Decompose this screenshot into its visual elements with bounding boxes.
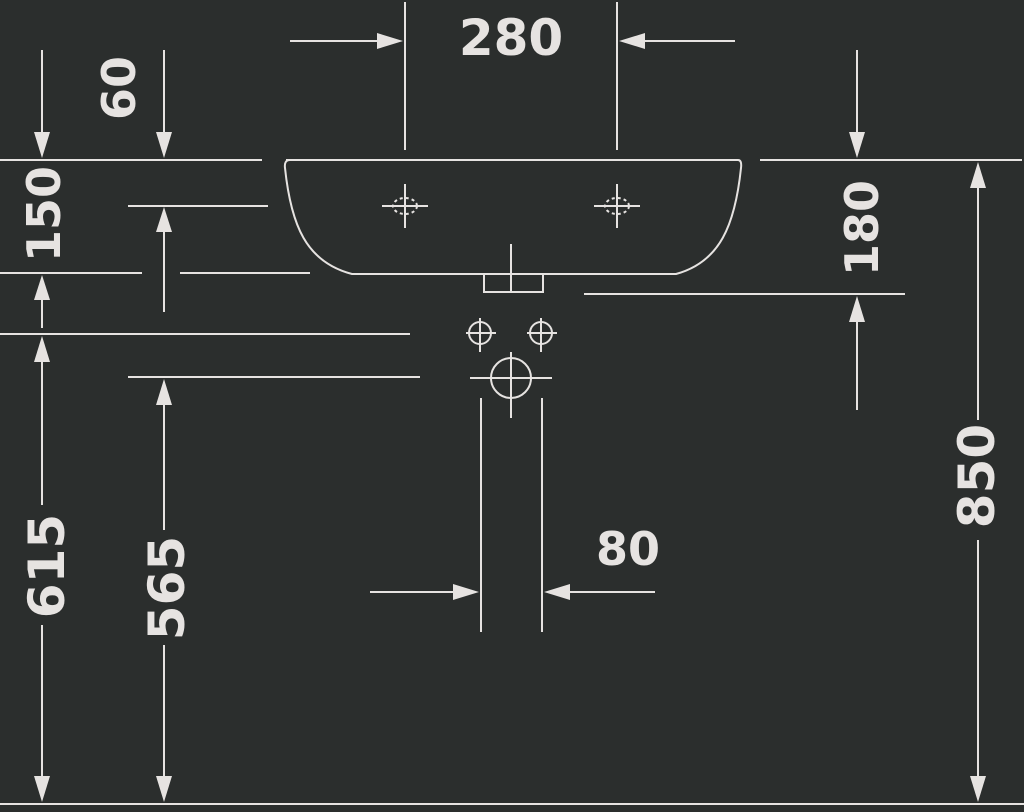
- dimension-label-150: 150: [17, 166, 71, 262]
- dimension-label-850: 850: [948, 424, 1006, 528]
- dimension-height-615: 615: [18, 336, 76, 802]
- dimension-waste-spacing: 80: [370, 522, 660, 600]
- tap-hole-right: [594, 184, 640, 228]
- dimension-label-80: 80: [596, 522, 660, 576]
- dimension-label-615: 615: [18, 514, 76, 618]
- waste-outlet: [470, 352, 552, 418]
- tap-hole-left: [382, 184, 428, 228]
- dimension-top-width: 280: [290, 9, 735, 67]
- dimension-height-565: 565: [138, 379, 196, 802]
- dimension-label-280: 280: [459, 9, 563, 67]
- dimension-basin-depth-left: 150: [17, 166, 172, 328]
- dimension-total-height: 850: [948, 162, 1006, 802]
- dimension-top-offset: 60: [34, 50, 172, 158]
- supply-connection-left: [466, 318, 496, 352]
- dimension-label-565: 565: [138, 536, 196, 640]
- dimension-label-180: 180: [835, 180, 889, 276]
- basin-outline: [283, 159, 743, 293]
- dimension-basin-depth-right: 180: [835, 50, 889, 410]
- supply-connection-right: [527, 318, 557, 352]
- dimension-label-60: 60: [92, 56, 146, 120]
